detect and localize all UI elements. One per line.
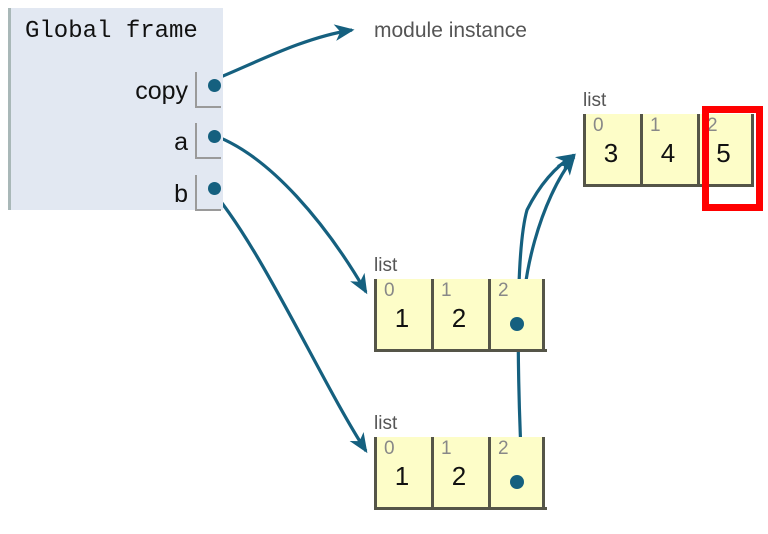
variable-value-bracket (195, 175, 221, 211)
pointer-dot-cell-2[interactable] (509, 475, 524, 489)
arrow-bottom-cell2-to-list-top-right (516, 153, 577, 492)
frame-title: Global frame (25, 18, 198, 45)
cell-index: 0 (593, 115, 604, 136)
cell-value: 2 (451, 303, 467, 333)
cell-index: 2 (707, 115, 718, 136)
arrow-b-to-list-bottom (205, 183, 368, 454)
arrow-a-to-list-middle (206, 131, 368, 295)
pointer-dot-cell-2[interactable] (509, 317, 524, 331)
cell-index: 0 (384, 280, 395, 301)
list-cell[interactable]: 1 4 (640, 114, 697, 184)
list-cells: 0 3 1 4 2 5 (583, 114, 754, 187)
list-cells: 0 1 1 2 2 (374, 279, 545, 352)
list-cell[interactable]: 1 2 (431, 437, 488, 507)
list-cell[interactable]: 2 5 (697, 114, 754, 184)
list-baseline (374, 507, 547, 510)
frame-variable-a[interactable]: a (11, 123, 226, 169)
variable-name-copy: copy (135, 77, 188, 105)
global-frame: Global frame copy a b (8, 8, 226, 211)
cell-value: 5 (716, 138, 731, 168)
object-type-label: list (583, 90, 607, 111)
cell-index: 2 (498, 438, 509, 459)
list-cell[interactable]: 0 3 (583, 114, 640, 184)
arrow-copy-to-module-instance (205, 24, 355, 85)
variable-name-a: a (174, 128, 188, 156)
frame-variable-b[interactable]: b (11, 175, 226, 221)
list-cell[interactable]: 1 2 (431, 279, 488, 349)
cell-index: 1 (441, 280, 452, 301)
list-cell[interactable]: 0 1 (374, 437, 431, 507)
cell-index: 0 (384, 438, 395, 459)
pointer-dot-copy[interactable] (208, 79, 221, 92)
cell-index: 1 (650, 115, 661, 136)
cell-index: 2 (498, 280, 509, 301)
object-type-label: list (374, 413, 398, 434)
cell-index: 1 (441, 438, 452, 459)
variable-value-bracket (195, 123, 221, 159)
list-cells: 0 1 1 2 2 (374, 437, 545, 510)
cell-value: 1 (394, 303, 410, 333)
cell-value: 2 (451, 461, 467, 491)
variable-name-b: b (174, 180, 188, 208)
list-cell[interactable]: 2 (488, 437, 545, 507)
list-baseline (374, 349, 547, 352)
module-instance-label: module instance (374, 19, 527, 42)
cell-value: 3 (603, 138, 619, 168)
cell-value: 1 (394, 461, 410, 491)
cell-value: 4 (660, 138, 676, 168)
pointer-dot-b[interactable] (208, 182, 221, 195)
list-cell[interactable]: 0 1 (374, 279, 431, 349)
variable-value-bracket (195, 72, 221, 108)
list-cell[interactable]: 2 (488, 279, 545, 349)
pointer-dot-a[interactable] (208, 130, 221, 143)
object-type-label: list (374, 255, 398, 276)
frame-variable-copy[interactable]: copy (11, 72, 226, 118)
